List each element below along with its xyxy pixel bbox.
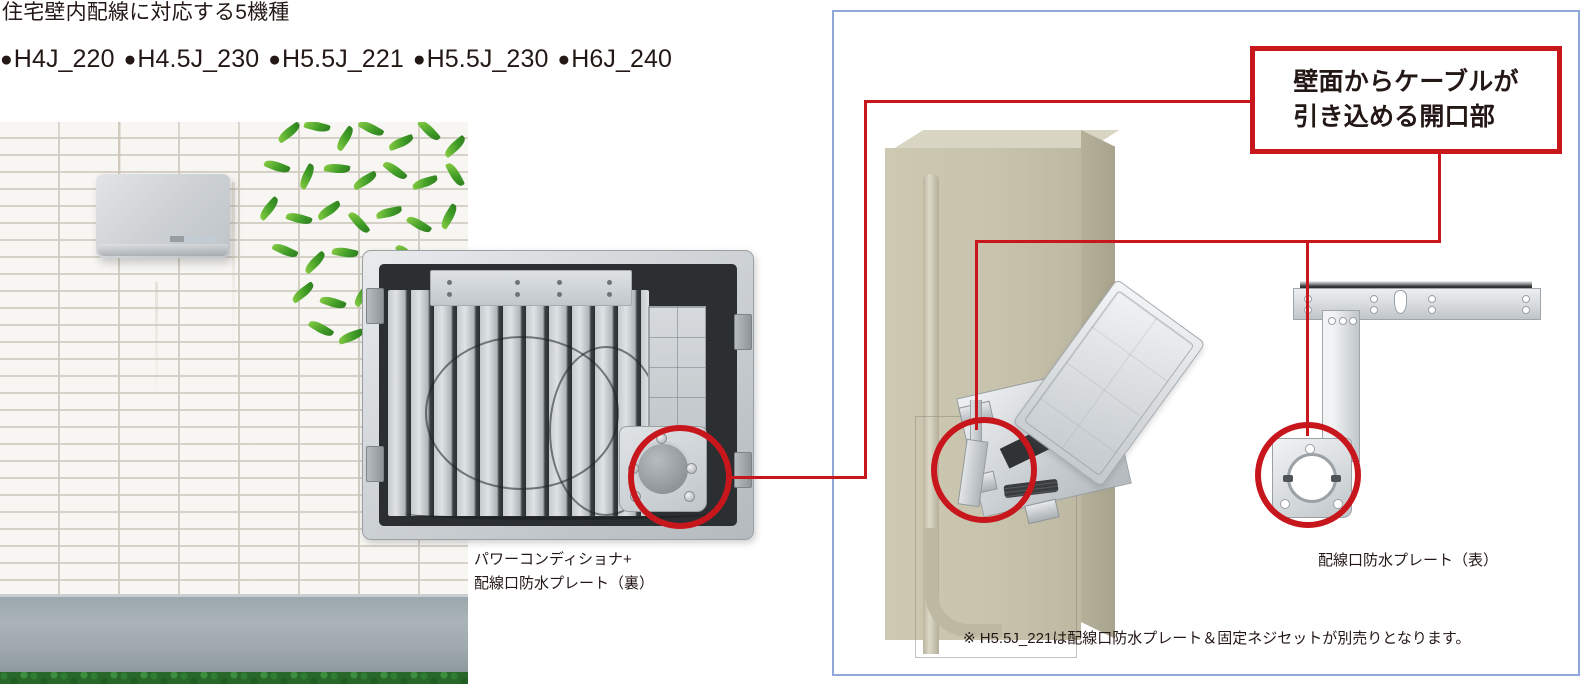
annotation-line bbox=[730, 476, 867, 479]
bullet-icon: ● bbox=[268, 48, 281, 71]
annotation-line bbox=[864, 100, 1252, 103]
model-code-list: ●H4J_220●H4.5J_230●H5.5J_221●H5.5J_230●H… bbox=[0, 42, 672, 77]
highlight-circle-cable-inlet bbox=[931, 417, 1037, 523]
bullet-icon: ● bbox=[557, 48, 571, 71]
annotation-line bbox=[975, 240, 978, 430]
foundation-band bbox=[0, 594, 468, 672]
highlight-circle-plate-front bbox=[1255, 422, 1361, 528]
model-code: H4J_220 bbox=[13, 45, 115, 73]
wall-stain bbox=[232, 182, 235, 362]
bullet-icon: ● bbox=[412, 48, 426, 71]
internal-conduit-path bbox=[925, 528, 1002, 637]
callout-box: 壁面からケーブルが 引き込める開口部 bbox=[1250, 46, 1562, 154]
power-conditioner-rear-view bbox=[362, 250, 754, 540]
bullet-icon: ● bbox=[123, 48, 137, 71]
caption-right: 配線口防水プレート（表） bbox=[1318, 552, 1499, 569]
page-title: 住宅壁内配線に対応する5機種 bbox=[2, 1, 290, 24]
bracket-keyhole bbox=[1394, 290, 1407, 314]
annotation-line bbox=[864, 100, 867, 479]
mounting-rail bbox=[430, 270, 632, 306]
unit-brand-label bbox=[170, 236, 216, 242]
highlight-circle-rear-port bbox=[628, 425, 732, 529]
bullet-icon: ● bbox=[0, 48, 13, 71]
caption-left: パワーコンディショナ+ 配線口防水プレート（裏） bbox=[474, 551, 655, 592]
model-item: ●H4J_220 bbox=[0, 45, 115, 73]
annotation-line bbox=[1306, 242, 1309, 436]
wall-stain bbox=[155, 282, 158, 402]
model-code: H5.5J_221 bbox=[282, 45, 404, 73]
model-code: H5.5J_230 bbox=[426, 45, 549, 73]
unit-inner-cavity bbox=[379, 264, 737, 526]
hinge bbox=[366, 288, 384, 324]
model-code: H4.5J_230 bbox=[137, 45, 260, 73]
wall-mounted-power-conditioner bbox=[96, 174, 230, 258]
model-item: ●H4.5J_230 bbox=[124, 45, 260, 73]
footnote: ※ H5.5J_221は配線口防水プレート＆固定ネジセットが別売りとなります。 bbox=[963, 630, 1471, 647]
model-item: ●H5.5J_221 bbox=[268, 45, 404, 73]
model-item: ●H6J_240 bbox=[557, 45, 672, 73]
unit-bottom-curve bbox=[405, 507, 711, 520]
hinge bbox=[734, 452, 752, 488]
bracket-top-edge bbox=[1300, 281, 1532, 288]
hinge bbox=[734, 314, 752, 350]
model-item: ●H5.5J_230 bbox=[413, 45, 549, 73]
hinge bbox=[366, 446, 384, 482]
annotation-line bbox=[1438, 152, 1441, 242]
model-code: H6J_240 bbox=[571, 45, 673, 73]
grass-strip bbox=[0, 672, 468, 684]
callout-text: 壁面からケーブルが 引き込める開口部 bbox=[1293, 68, 1519, 131]
unit-bottom-lip bbox=[98, 244, 228, 256]
annotation-line bbox=[975, 240, 1441, 243]
